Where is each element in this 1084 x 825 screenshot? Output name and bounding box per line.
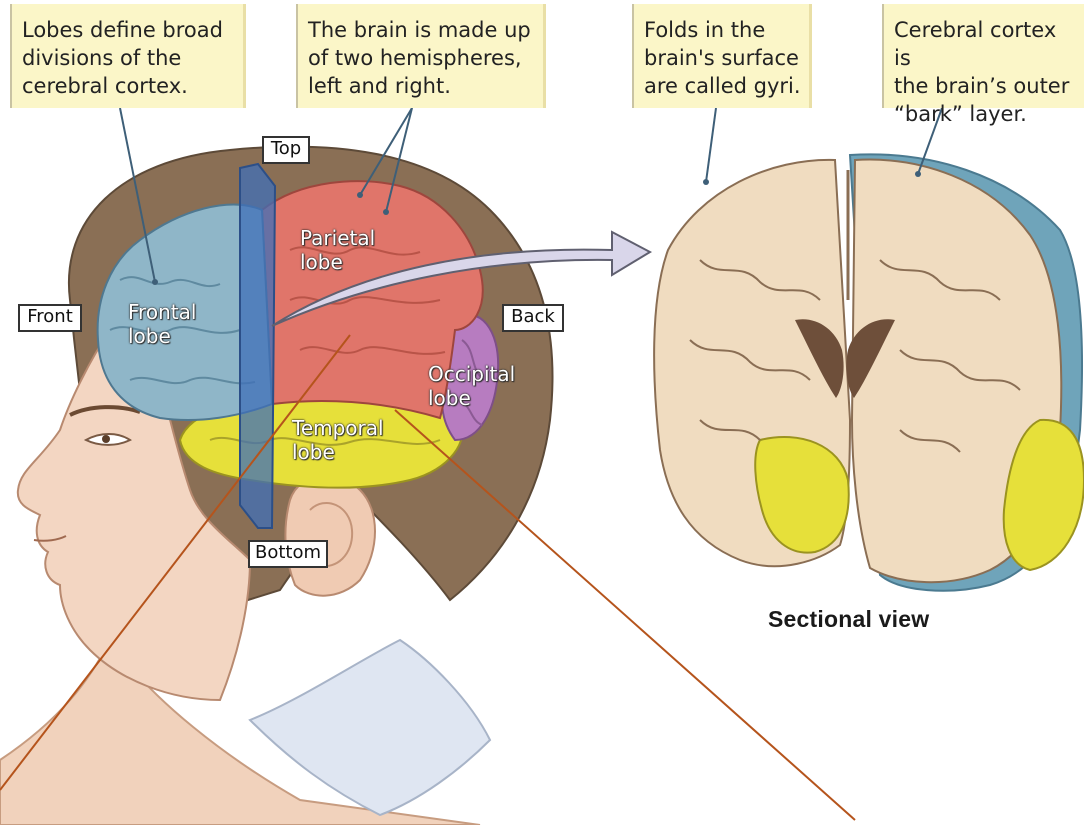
orientation-label-back: Back [502,304,564,332]
lobe-label-parietal: Parietal lobe [300,226,375,274]
orientation-label-top: Top [262,136,310,164]
callout-lobes: Lobes define broad divisions of the cere… [10,4,246,108]
orientation-label-bottom: Bottom [248,540,328,568]
lobe-label-temporal: Temporal lobe [292,416,384,464]
orientation-label-front: Front [18,304,82,332]
lobe-label-occipital: Occipital lobe [428,362,515,410]
callout-cortex: Cerebral cortex is the brain’s outer “ba… [882,4,1084,108]
sectional-view-title: Sectional view [768,606,929,633]
brain-section [654,154,1084,590]
callout-gyri: Folds in the brain's surface are called … [632,4,812,108]
coronal-plane [240,164,275,528]
lobe-label-frontal: Frontal lobe [128,300,196,348]
callout-hemispheres: The brain is made up of two hemispheres,… [296,4,546,108]
